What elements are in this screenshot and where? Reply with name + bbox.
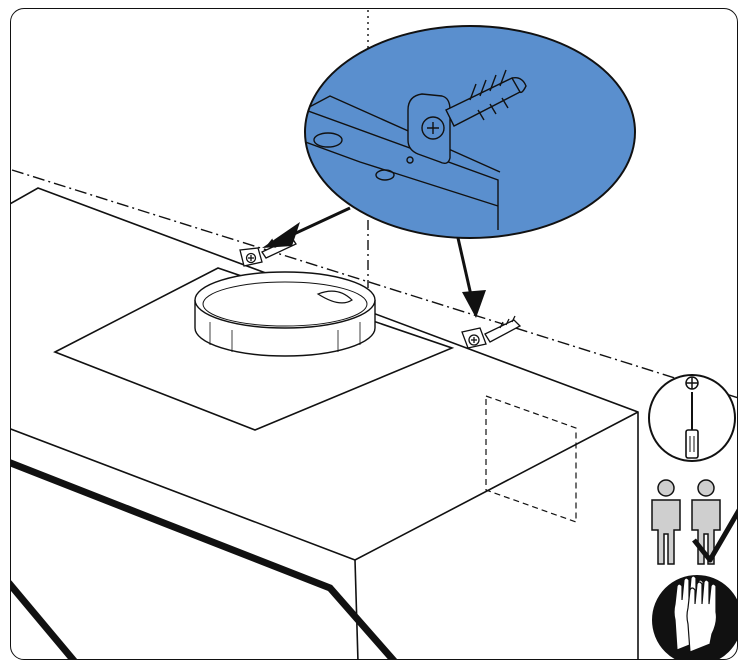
detail-bubble <box>304 25 636 239</box>
hidden-outline <box>485 395 577 523</box>
phillips-screwdriver-icon <box>648 374 736 462</box>
arrow-left-head <box>262 222 300 248</box>
protective-gloves-icon <box>650 573 737 659</box>
hood-body <box>11 187 639 659</box>
two-person-installation-icon <box>651 479 721 565</box>
arrow-right-head <box>462 290 486 318</box>
checkmark-icon <box>692 503 737 563</box>
exhaust-collar <box>194 271 376 357</box>
mounting-bracket-right <box>461 315 522 349</box>
wall-reference-line <box>11 169 737 401</box>
